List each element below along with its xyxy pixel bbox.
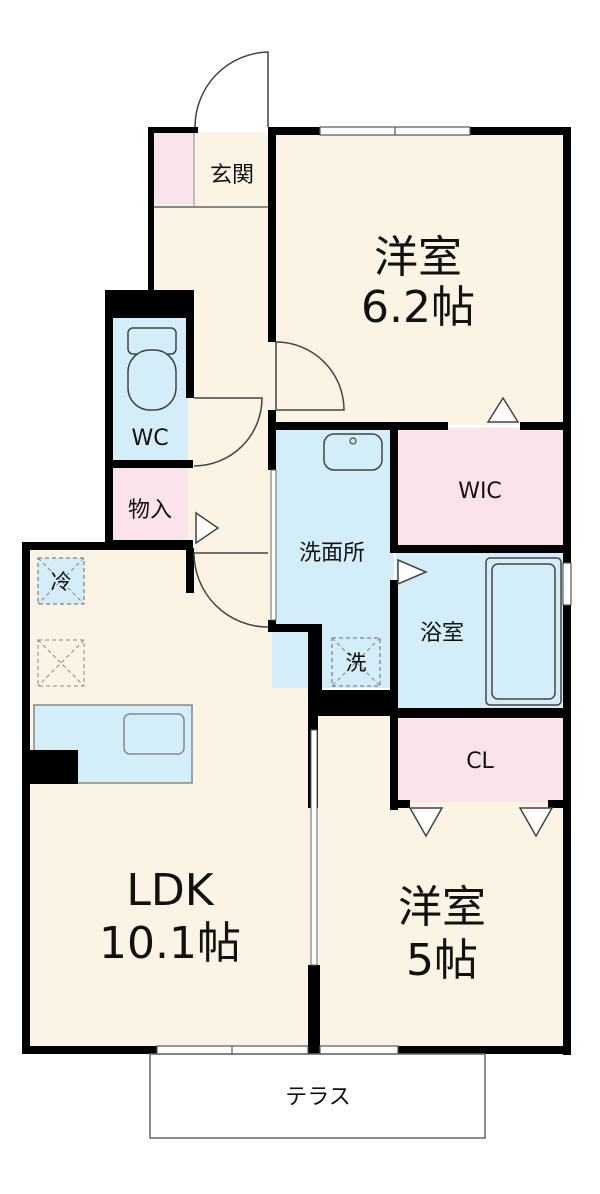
genkan-label: 玄関 — [210, 163, 254, 188]
yoshitsu1-name: 洋室 — [374, 232, 462, 283]
genkan-shoebox — [152, 132, 194, 204]
front-door — [194, 51, 269, 128]
wic-label: WIC — [458, 479, 502, 504]
washer-label: 洗 — [346, 651, 367, 675]
yoshitsu2-name: 洋室 — [398, 882, 486, 933]
yokushitsu-label: 浴室 — [420, 621, 464, 646]
terrace-label: テラス — [285, 1085, 351, 1110]
yoshitsu1-floor — [272, 132, 565, 425]
senmenjo-label: 洗面所 — [299, 541, 365, 566]
ldk-size: 10.1帖 — [99, 918, 241, 969]
bathtub — [485, 557, 562, 706]
genkan-floor — [195, 132, 272, 204]
yoshitsu2-size: 5帖 — [406, 935, 478, 986]
wc-label: WC — [131, 426, 168, 451]
toilet-bowl — [127, 349, 177, 411]
fridge-label: 冷 — [51, 570, 72, 594]
cl-floor — [396, 716, 565, 802]
monoire-floor — [110, 468, 188, 544]
kitchen-sink — [123, 713, 185, 755]
appliance-space — [37, 639, 85, 687]
wc-door — [193, 397, 263, 467]
yoshitsu1-size: 6.2帖 — [361, 282, 475, 333]
wash-basin — [323, 433, 383, 471]
sliding-door — [310, 729, 318, 966]
column — [28, 750, 78, 784]
yoshitsu1-door — [275, 341, 345, 411]
ldk-door — [193, 552, 269, 628]
folding-doors — [195, 396, 554, 838]
terrace-outline — [149, 1053, 486, 1139]
cl-label: CL — [466, 749, 494, 774]
wic-floor — [396, 428, 565, 550]
monoire-label: 物入 — [128, 498, 172, 523]
ldk-name: LDK — [126, 865, 214, 916]
